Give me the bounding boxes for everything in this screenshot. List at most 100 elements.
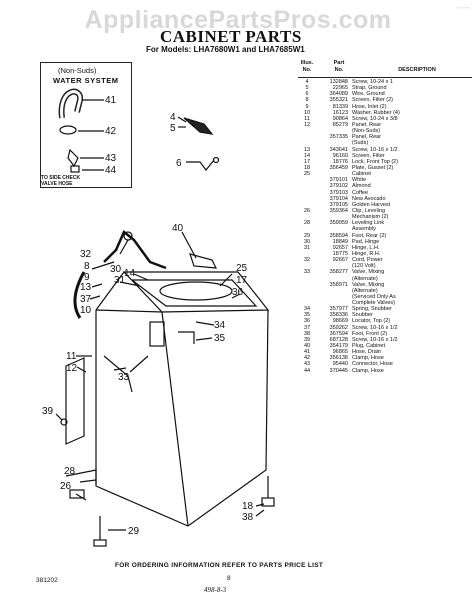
row-part: 18775 bbox=[332, 250, 348, 257]
hose-connector bbox=[67, 148, 79, 168]
row-description: Foot, Rear (2) bbox=[352, 232, 387, 239]
row-illus: 33 bbox=[303, 269, 311, 276]
cabinet-body bbox=[95, 271, 269, 527]
row-illus: 36 bbox=[303, 318, 311, 325]
row-part: 96865 bbox=[332, 349, 348, 356]
row-illus: 42 bbox=[303, 355, 311, 362]
callout-31: 31 bbox=[114, 275, 126, 286]
callout-28: 28 bbox=[64, 466, 76, 477]
row-illus: 8 bbox=[305, 97, 309, 104]
row-description: Cord, Power bbox=[352, 257, 383, 264]
callout-26: 26 bbox=[60, 481, 72, 492]
table-row: (120 Volt) bbox=[298, 263, 476, 269]
row-description: Panel, Rear bbox=[352, 121, 382, 128]
row-part: 343641 bbox=[329, 146, 348, 153]
header-illus-line2: No. bbox=[302, 66, 312, 73]
callout-13: 13 bbox=[80, 282, 92, 293]
row-part: 359059 bbox=[329, 220, 348, 227]
row-illus: 44 bbox=[303, 367, 311, 374]
row-description: Hinge, L.H. bbox=[352, 244, 380, 251]
callout-29: 29 bbox=[128, 526, 140, 537]
row-part: 92667 bbox=[332, 257, 348, 264]
callout-25: 25 bbox=[236, 263, 248, 274]
row-description: Screw, 10-16 x 1/2 bbox=[352, 336, 398, 343]
row-description: Screw, 10-24 x 1 bbox=[352, 79, 393, 85]
row-illus: 32 bbox=[303, 257, 311, 264]
callout-9: 9 bbox=[84, 272, 90, 283]
row-illus: 10 bbox=[303, 109, 311, 116]
callout-8: 8 bbox=[84, 261, 90, 272]
water-system-label-1: (Non-Suds) bbox=[58, 66, 97, 75]
callout-6: 6 bbox=[176, 158, 182, 169]
row-part: 95440 bbox=[332, 361, 348, 368]
row-part: 357977 bbox=[329, 306, 348, 313]
row-part: 364089 bbox=[329, 91, 348, 98]
ground-strap bbox=[183, 117, 214, 135]
row-illus: 34 bbox=[303, 306, 311, 313]
row-illus: 9 bbox=[305, 103, 309, 110]
inlet-hose bbox=[73, 271, 86, 319]
callout-32: 32 bbox=[80, 249, 92, 260]
row-part: 358594 bbox=[329, 232, 348, 239]
row-illus: 37 bbox=[303, 324, 311, 331]
hose-clamp bbox=[59, 125, 77, 135]
row-description: Screen, Filter (2) bbox=[352, 97, 393, 104]
row-description: Plug, Cabinet bbox=[352, 343, 386, 350]
row-part: 379105 bbox=[329, 201, 348, 208]
page-title: CABINET PARTS bbox=[160, 27, 302, 46]
parts-table-header: Illus. No. Part No. DESCRIPTION bbox=[298, 60, 476, 76]
header-description: DESCRIPTION bbox=[398, 67, 436, 73]
row-illus: 14 bbox=[303, 152, 311, 159]
header-rule bbox=[298, 77, 472, 78]
callout-39: 39 bbox=[42, 406, 54, 417]
row-part: 370445 bbox=[329, 367, 348, 374]
water-system-note-2: VALVE HOSE bbox=[41, 181, 73, 187]
callout-11: 11 bbox=[66, 351, 77, 362]
table-row: 18775 Hinge, R.H. bbox=[298, 251, 476, 257]
row-part: 379102 bbox=[329, 183, 348, 190]
row-illus: 18 bbox=[303, 164, 311, 171]
row-part: 22965 bbox=[332, 85, 348, 92]
row-part: 18776 bbox=[332, 158, 348, 165]
row-part: 358971 bbox=[329, 281, 348, 288]
row-description: Golden Harvest bbox=[352, 201, 391, 208]
row-illus: 38 bbox=[303, 330, 311, 337]
row-part: 92657 bbox=[332, 244, 348, 251]
row-description: Pad, Hinge bbox=[352, 238, 380, 245]
row-description: Valve, Mixing bbox=[352, 269, 385, 276]
row-description: Hinge, R.H. bbox=[352, 250, 381, 257]
header-illus: Illus. No. bbox=[298, 60, 316, 73]
callout-38: 38 bbox=[242, 512, 254, 523]
row-description: Lock, Front Top (2) bbox=[352, 158, 399, 165]
row-part: 379104 bbox=[329, 195, 348, 202]
row-illus: 13 bbox=[303, 146, 311, 153]
row-illus: 28 bbox=[303, 220, 311, 227]
callout-36: 36 bbox=[232, 287, 244, 298]
table-row: Mechanism (2) bbox=[298, 214, 476, 220]
row-description: (120 Volt) bbox=[352, 263, 376, 270]
row-description: New Avocado bbox=[352, 195, 386, 202]
callout-33: 33 bbox=[118, 372, 130, 383]
rear-panel bbox=[65, 357, 85, 445]
row-illus: 4 bbox=[305, 79, 309, 85]
row-description: Snubber bbox=[352, 312, 373, 319]
handwritten-note: 498-8-3 bbox=[204, 586, 227, 594]
row-part: 359262 bbox=[329, 324, 348, 331]
row-description: Almond bbox=[352, 183, 371, 190]
callout-41: 41 bbox=[105, 95, 117, 106]
row-part: 90864 bbox=[332, 115, 348, 122]
row-description: Screw, 10-24 x 3/8 bbox=[352, 115, 398, 122]
header-part-line2: No. bbox=[334, 66, 344, 73]
row-part: 355321 bbox=[329, 97, 348, 104]
